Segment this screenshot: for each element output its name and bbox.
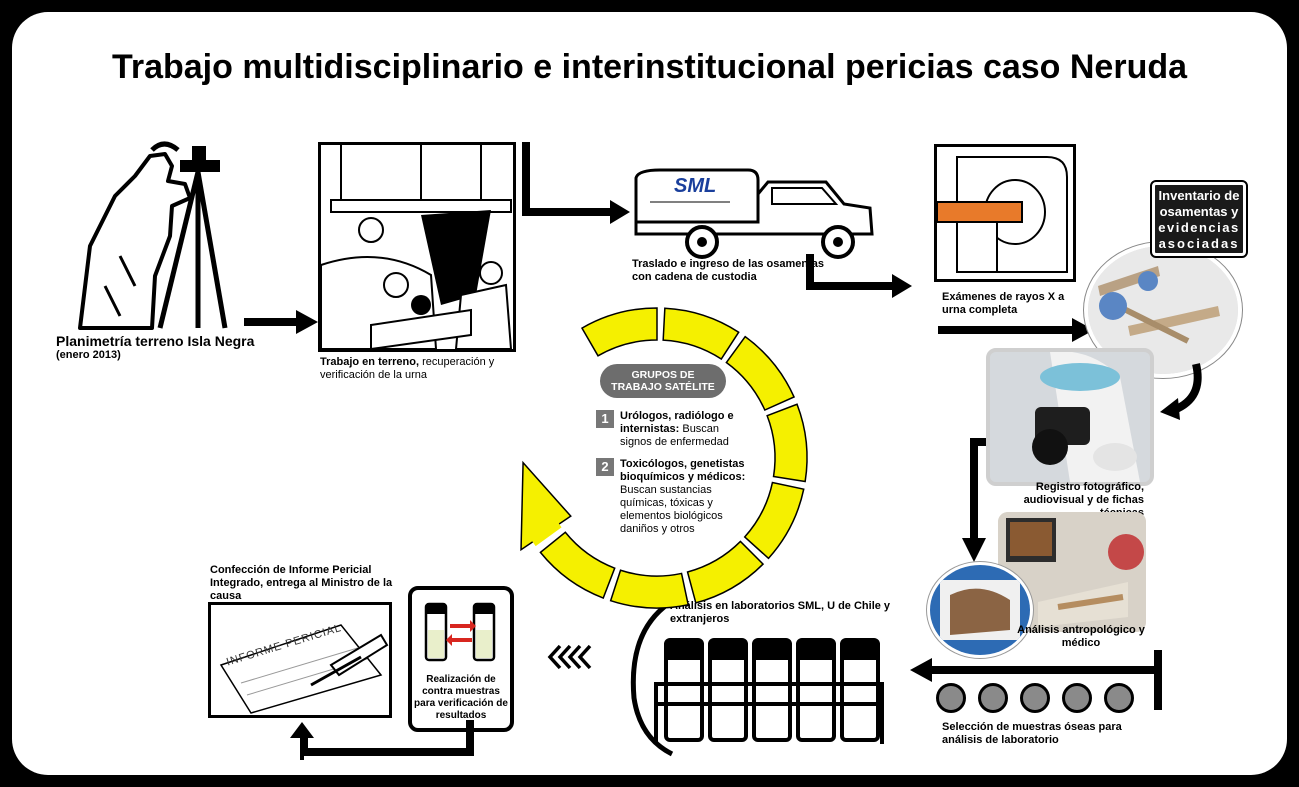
satellite-header-line2: TRABAJO SATÉLITE [611,381,715,393]
traslado-label: Traslado e ingreso de las osamentas con … [632,258,824,283]
contra-label: Realización de contra muestras para veri… [414,674,508,721]
terreno-illustration [318,142,516,352]
arrow-terreno-traslado [522,142,630,224]
laboratorios-bracket [630,597,676,757]
ring-segment-5 [743,481,805,560]
ring-segment-8 [539,531,616,600]
contra-box: Realización de contra muestras para veri… [408,586,514,732]
diagram-frame: Trabajo multidisciplinario e interinstit… [12,12,1287,775]
inventario-label: Inventario de osamentas y evidencias aso… [1150,180,1248,258]
sample-circle-5 [1104,683,1134,713]
terreno-label-rest: recuperación y verificación de la urna [320,356,495,381]
test-tube-rack [654,638,884,744]
informe-label: Confección de Informe Pericial Integrado… [210,564,393,602]
ring-segment-7 [609,569,690,609]
laboratorios-label: Análisis en laboratorios SML, U de Chile… [670,600,891,625]
group-2-rest: Buscan sustancias químicas, tóxicas y el… [620,484,723,535]
planimetria-date: (enero 2013) [56,349,121,361]
registro-photo [986,348,1154,486]
satellite-header: GRUPOS DE TRABAJO SATÉLITE [600,364,726,398]
arrow-traslado-rayos [806,254,912,298]
group-1-number: 1 [596,410,614,428]
terreno-label-bold: Trabajo en terreno, [320,356,420,368]
group-1-bold: Urólogos, radiólogo e internistas: [620,410,734,435]
antropologico-label: Análisis antropológico y médico [1017,624,1145,649]
surveyor-illustration [78,141,228,330]
group-1-text: Urólogos, radiólogo e internistas: Busca… [620,410,740,449]
seleccion-label: Selección de muestras óseas para análisi… [942,721,1122,746]
group-2-number: 2 [596,458,614,476]
ring-segment-3 [725,335,796,411]
informe-illustration: INFORME PERICIAL [208,602,392,718]
arrow-planimetria-terreno [244,310,318,334]
ring-segment-6 [686,540,765,604]
arrow-registro-antropologico [962,438,986,562]
ring-segment-1 [580,307,658,357]
page-title: Trabajo multidisciplinario e interinstit… [111,48,1188,86]
arrow-inventario-registro [1160,363,1202,420]
sample-circle-3 [1020,683,1050,713]
inventario-line3: evidencias [1158,220,1240,235]
inventario-line2: osamentas y [1159,204,1239,219]
group-1-rest: Buscan signos de enfermedad [620,423,729,448]
sample-circle-1 [936,683,966,713]
sample-circle-4 [1062,683,1092,713]
satellite-header-line1: GRUPOS DE [631,369,695,381]
arrow-contra-informe [290,720,474,760]
sample-circle-2 [978,683,1008,713]
planimetria-title: Planimetría terreno Isla Negra [56,333,255,349]
antropologico-photo-circle [927,562,1033,658]
terreno-label: Trabajo en terreno, recuperación y verif… [320,356,520,382]
chevrons-arrow [547,644,592,670]
satellite-ring [520,307,808,609]
group-2-text: Toxicólogos, genetistas bioquímicos y mé… [620,458,746,536]
truck-logo: SML [674,175,717,197]
rayos-illustration [934,144,1076,282]
rayos-label: Exámenes de rayos X a urna completa [942,291,1065,316]
inventario-line4: asociadas [1158,236,1240,251]
arrow-rayos-inventario [938,318,1094,342]
group-2-bold: Toxicólogos, genetistas bioquímicos y mé… [620,458,746,483]
ring-arrow-shaft [529,520,562,547]
inventario-line1: Inventario de [1158,188,1240,203]
truck-illustration [634,168,874,259]
ring-segment-2 [662,307,740,361]
ring-segment-4 [766,403,808,483]
